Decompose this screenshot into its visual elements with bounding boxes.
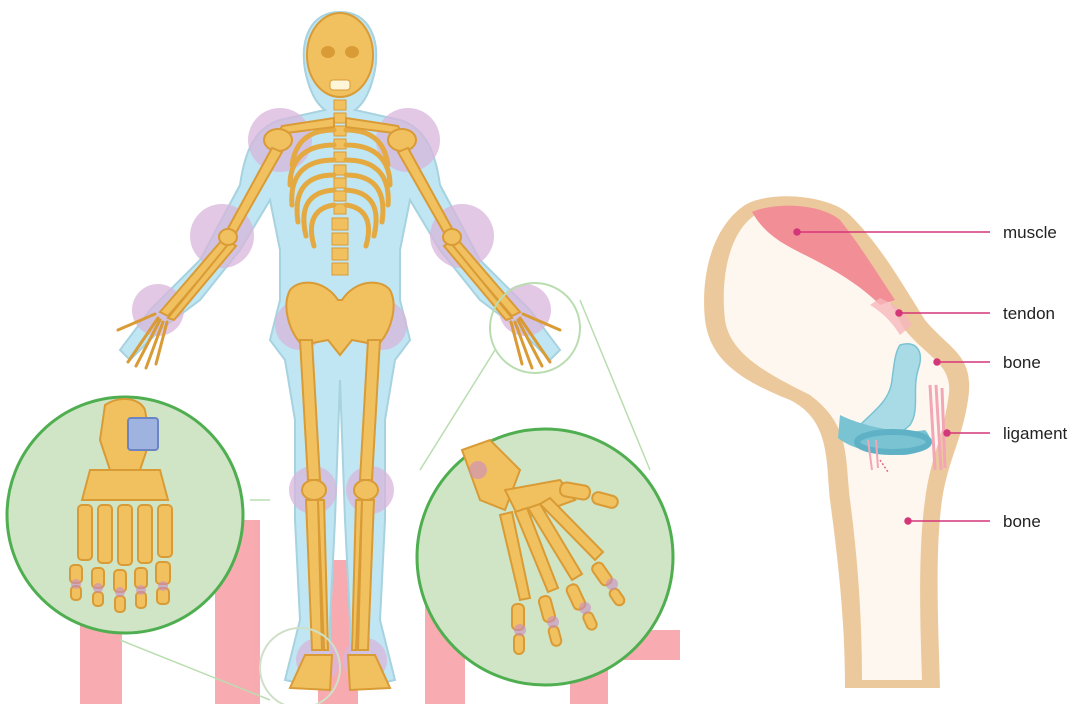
knee-diagram: muscle tendon bone ligament bone — [704, 196, 1067, 688]
label-bone-lower: bone — [1003, 512, 1041, 531]
label-bone-upper: bone — [1003, 353, 1041, 372]
hand-zoom-circle — [417, 429, 673, 685]
label-ligament: ligament — [1003, 424, 1068, 443]
cuboid-highlight — [128, 418, 158, 450]
label-tendon: tendon — [1003, 304, 1055, 323]
label-muscle: muscle — [1003, 223, 1057, 242]
foot-zoom-circle — [7, 397, 243, 633]
